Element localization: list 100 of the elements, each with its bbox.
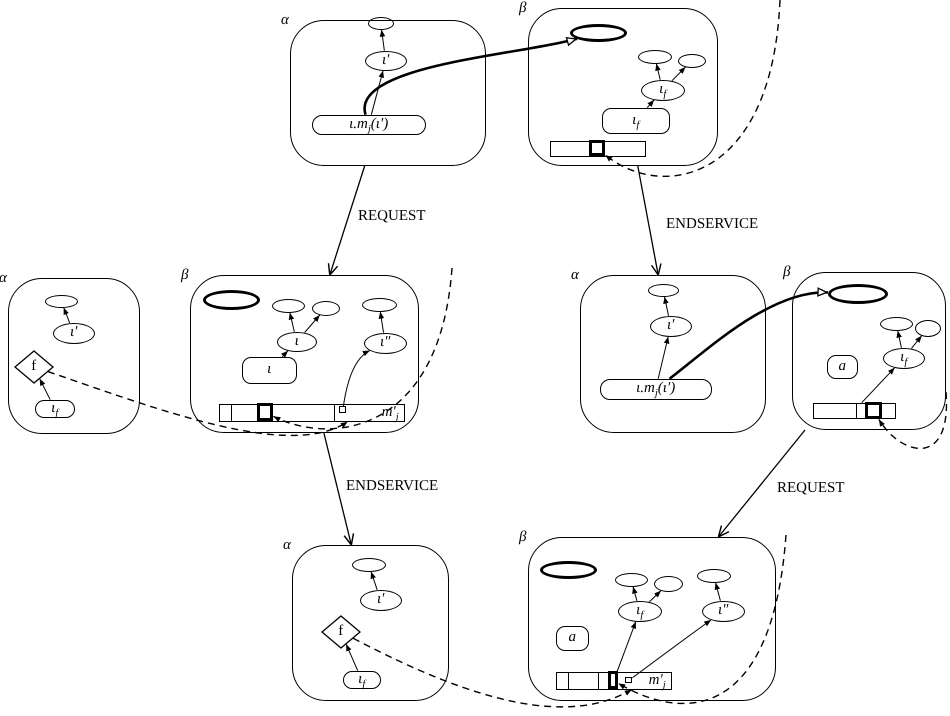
thick-ellipse bbox=[570, 24, 627, 42]
object-ellipse bbox=[364, 332, 407, 354]
box-heading: α bbox=[571, 268, 579, 283]
box-heading: α bbox=[283, 538, 291, 553]
decision-diamond bbox=[320, 614, 361, 649]
queue-bar bbox=[550, 140, 646, 157]
arrow bbox=[663, 296, 669, 316]
arrow bbox=[672, 66, 686, 82]
node-label: ι″ bbox=[380, 334, 390, 350]
object-ellipse bbox=[276, 332, 317, 352]
object-ellipse bbox=[52, 322, 95, 344]
small-slot bbox=[625, 677, 632, 684]
node-label: a bbox=[838, 358, 846, 374]
node-label: ι″ bbox=[718, 602, 728, 618]
transition-arrow bbox=[323, 432, 354, 546]
empty-ellipse bbox=[880, 316, 913, 331]
dashed-arrow bbox=[878, 392, 948, 449]
box-heading: β bbox=[783, 265, 790, 280]
object-ellipse bbox=[360, 590, 402, 611]
node-label: ι′ bbox=[70, 324, 78, 340]
arrow bbox=[910, 335, 922, 349]
dashed-arrow bbox=[618, 534, 787, 704]
empty-ellipse bbox=[654, 576, 683, 592]
decision-diamond bbox=[14, 350, 54, 384]
object-ellipse bbox=[650, 316, 692, 337]
node-label: a bbox=[568, 630, 576, 645]
edge-label: REQUEST bbox=[356, 208, 428, 225]
box-heading: β bbox=[519, 530, 526, 545]
object-ellipse bbox=[640, 80, 685, 101]
arrow bbox=[39, 378, 51, 400]
call-pill bbox=[34, 400, 75, 418]
arrow bbox=[304, 314, 320, 333]
dashed-arrow bbox=[48, 370, 348, 436]
queue-bar bbox=[812, 402, 896, 419]
box-heading: β bbox=[181, 268, 188, 283]
transition-arrow bbox=[328, 166, 366, 276]
empty-ellipse bbox=[614, 572, 648, 587]
empty-ellipse bbox=[638, 50, 672, 64]
call-pill bbox=[600, 378, 712, 400]
object-ellipse bbox=[882, 348, 925, 369]
thick-ellipse bbox=[540, 560, 597, 579]
object-ellipse bbox=[618, 600, 662, 622]
node-label: ι bbox=[267, 362, 272, 377]
thick-arrow bbox=[364, 36, 578, 115]
arrow bbox=[632, 586, 638, 602]
dashed-arrow bbox=[604, 0, 781, 177]
empty-ellipse bbox=[914, 320, 941, 337]
rounded-node bbox=[602, 108, 670, 134]
call-pill bbox=[342, 670, 381, 689]
arrow bbox=[378, 311, 384, 334]
arrow bbox=[896, 330, 902, 348]
node-label: ι′ bbox=[666, 318, 674, 333]
transition-arrow bbox=[637, 166, 662, 276]
arrow bbox=[342, 350, 370, 407]
arrow bbox=[714, 582, 721, 602]
arrow bbox=[861, 367, 896, 404]
arrow bbox=[616, 621, 636, 672]
box-heading: β bbox=[519, 1, 526, 16]
arrow bbox=[380, 29, 386, 52]
arrow bbox=[281, 350, 288, 358]
arrow bbox=[346, 644, 358, 672]
object-ellipse bbox=[364, 50, 407, 71]
empty-ellipse bbox=[272, 298, 305, 313]
arrow bbox=[632, 619, 712, 678]
thick-slot bbox=[865, 402, 882, 420]
box-heading: α bbox=[281, 13, 289, 28]
empty-ellipse bbox=[44, 294, 78, 308]
object-ellipse bbox=[702, 600, 745, 622]
empty-ellipse bbox=[352, 558, 386, 572]
thick-ellipse bbox=[828, 284, 888, 304]
node-label: ι$_{f}$ bbox=[659, 82, 666, 97]
rounded-node bbox=[556, 626, 589, 651]
transition-arrow bbox=[718, 430, 806, 538]
empty-ellipse bbox=[312, 300, 340, 316]
empty-ellipse bbox=[368, 16, 394, 30]
empty-ellipse bbox=[362, 298, 397, 312]
arrow bbox=[288, 312, 295, 332]
arrow bbox=[658, 336, 670, 380]
arrow bbox=[646, 99, 655, 108]
node-label: ι$_{f}$ bbox=[900, 350, 908, 365]
empty-ellipse bbox=[696, 568, 731, 583]
node-label: ι′ bbox=[382, 52, 390, 68]
empty-ellipse bbox=[678, 54, 706, 68]
node-label: ι.m$_{j}$(ι′) bbox=[349, 116, 388, 132]
arrow bbox=[63, 307, 70, 324]
edge-label: REQUEST bbox=[775, 480, 846, 497]
arrow bbox=[370, 571, 378, 590]
rounded-node bbox=[826, 354, 858, 379]
rounded-node bbox=[242, 356, 297, 384]
node-label: ι.m$_{j}$(ι′) bbox=[636, 380, 676, 396]
dashed-arrow bbox=[273, 268, 453, 430]
thick-slot bbox=[257, 403, 274, 422]
queue-bar bbox=[556, 672, 672, 690]
dashed-arrow bbox=[352, 638, 632, 708]
arrow bbox=[648, 590, 662, 602]
thick-arrow bbox=[668, 288, 828, 380]
node-label: f bbox=[31, 358, 36, 374]
queue-bar bbox=[218, 404, 405, 422]
arrow bbox=[370, 70, 384, 116]
arrow bbox=[655, 63, 661, 80]
